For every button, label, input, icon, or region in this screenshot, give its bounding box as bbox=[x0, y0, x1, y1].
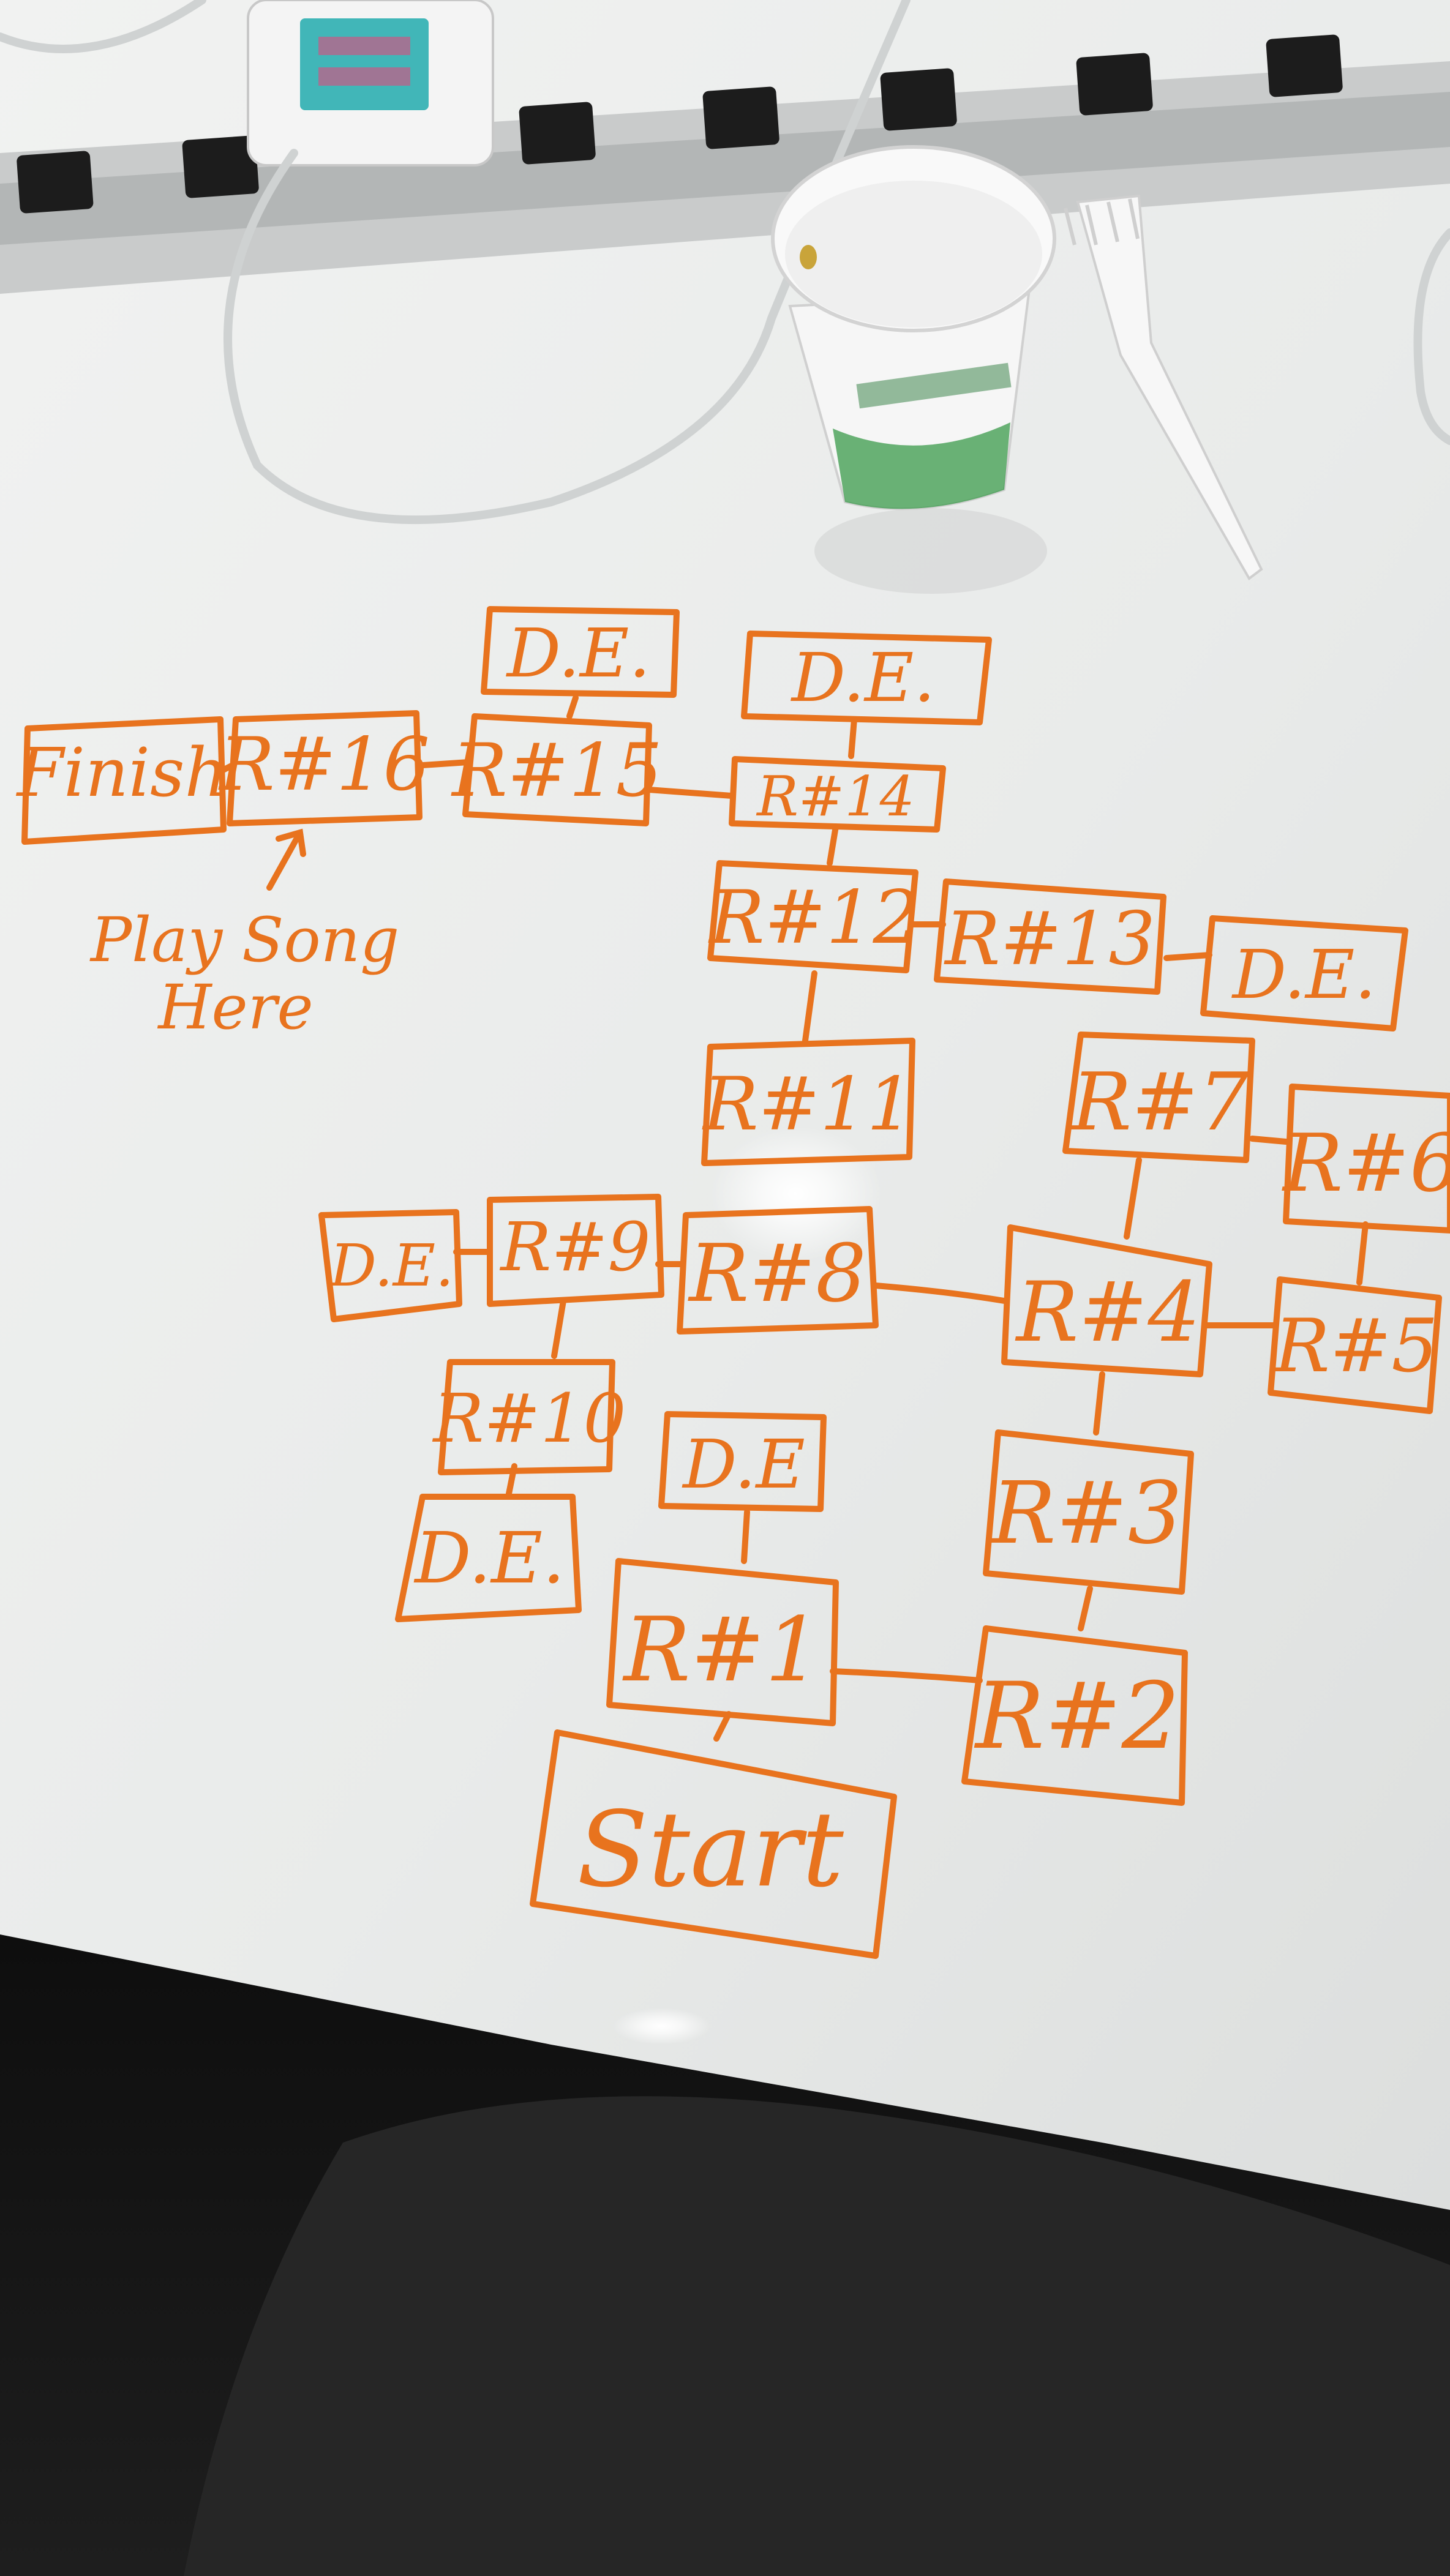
edge-r7-r6 bbox=[1249, 1136, 1289, 1145]
edge-r1-start bbox=[713, 1711, 732, 1742]
arrow-play-song bbox=[266, 828, 306, 891]
node-boxes bbox=[21, 606, 1450, 1959]
de-left-of-r9-label: D.E. bbox=[329, 1232, 454, 1300]
jeans-shadow bbox=[184, 2096, 1450, 2576]
de-left-of-r9-box bbox=[318, 1209, 462, 1322]
r1-label: R#1 bbox=[622, 1598, 822, 1702]
edge-r4-r3 bbox=[1093, 1371, 1105, 1436]
r12-box bbox=[707, 860, 918, 973]
light-glare-small bbox=[612, 2008, 710, 2045]
edge-de-r14 bbox=[848, 716, 857, 759]
r13-label: R#13 bbox=[944, 897, 1155, 982]
r7-box bbox=[1062, 1032, 1255, 1163]
finish-box bbox=[21, 716, 227, 845]
r15-label: R#15 bbox=[451, 728, 663, 814]
r10-box bbox=[438, 1359, 615, 1475]
r10-label: R#10 bbox=[432, 1379, 626, 1458]
edge-de-r15 bbox=[566, 695, 579, 719]
r8-label: R#8 bbox=[688, 1227, 866, 1320]
de-top-left-box bbox=[481, 606, 680, 698]
play-song-note: Play Song Here bbox=[89, 904, 399, 1043]
r6-label: R#6 bbox=[1282, 1117, 1450, 1210]
de-top-right-box bbox=[741, 631, 992, 725]
r5-box bbox=[1268, 1276, 1442, 1414]
play-song-line2: Here bbox=[157, 972, 313, 1043]
edge-r6-r5 bbox=[1356, 1221, 1369, 1286]
r9-label: R#9 bbox=[500, 1208, 651, 1286]
r4-label: R#4 bbox=[1015, 1264, 1201, 1360]
r12-label: R#12 bbox=[708, 875, 920, 960]
r14-box bbox=[729, 756, 946, 833]
node-labels: Finish R#16 D.E. R#15 D.E. R#14 R#12 R#1… bbox=[16, 614, 1450, 1911]
coffee-cup bbox=[771, 145, 1056, 594]
start-label: Start bbox=[577, 1789, 844, 1911]
de-above-r1-label: D.E bbox=[682, 1425, 805, 1503]
r13-box bbox=[934, 878, 1166, 995]
plastic-fork bbox=[1064, 194, 1263, 580]
edge-r7-r4 bbox=[1124, 1157, 1142, 1240]
edge-r13-de bbox=[1163, 952, 1212, 961]
r7-label: R#7 bbox=[1070, 1055, 1249, 1148]
r11-label: R#11 bbox=[702, 1062, 914, 1147]
de-right-of-r13-label: D.E. bbox=[1231, 935, 1377, 1014]
r1-box bbox=[606, 1558, 839, 1726]
play-song-line1: Play Song bbox=[89, 904, 399, 976]
r8-box bbox=[677, 1206, 879, 1335]
r2-box bbox=[961, 1625, 1188, 1806]
de-top-left-label: D.E. bbox=[506, 614, 651, 692]
r16-label: R#16 bbox=[218, 722, 430, 807]
edge-r1-r2 bbox=[830, 1668, 983, 1683]
r15-box bbox=[462, 713, 652, 826]
power-strip bbox=[0, 34, 1450, 294]
edge-r9-r10 bbox=[551, 1298, 566, 1359]
de-top-right-label: D.E. bbox=[791, 638, 936, 717]
r3-label: R#3 bbox=[990, 1464, 1182, 1563]
de-below-r10-label: D.E. bbox=[413, 1518, 565, 1600]
de-above-r1-box bbox=[658, 1411, 827, 1512]
r3-box bbox=[983, 1429, 1194, 1595]
start-box bbox=[530, 1729, 897, 1959]
de-right-of-r13-box bbox=[1200, 915, 1408, 1032]
edge-r3-r2 bbox=[1078, 1586, 1093, 1631]
r9-box bbox=[487, 1194, 664, 1307]
r11-box bbox=[701, 1038, 915, 1166]
r16-box bbox=[227, 710, 423, 826]
edge-r15-r14 bbox=[646, 787, 735, 799]
de-below-r10-box bbox=[395, 1494, 582, 1622]
finish-label: Finish bbox=[16, 733, 228, 812]
r14-label: R#14 bbox=[756, 765, 915, 829]
edge-r8-r4 bbox=[873, 1282, 1007, 1304]
r2-label: R#2 bbox=[974, 1663, 1180, 1770]
power-adapter bbox=[247, 0, 494, 167]
r4-box bbox=[1001, 1224, 1212, 1377]
edge-de-r1 bbox=[741, 1509, 750, 1564]
edge-r14-r12 bbox=[827, 823, 839, 866]
r5-label: R#5 bbox=[1273, 1304, 1438, 1389]
edge-r12-r11 bbox=[802, 970, 817, 1044]
r6-box bbox=[1283, 1084, 1450, 1234]
edge-r16-r15 bbox=[419, 759, 471, 768]
table-surface bbox=[0, 0, 1450, 2210]
